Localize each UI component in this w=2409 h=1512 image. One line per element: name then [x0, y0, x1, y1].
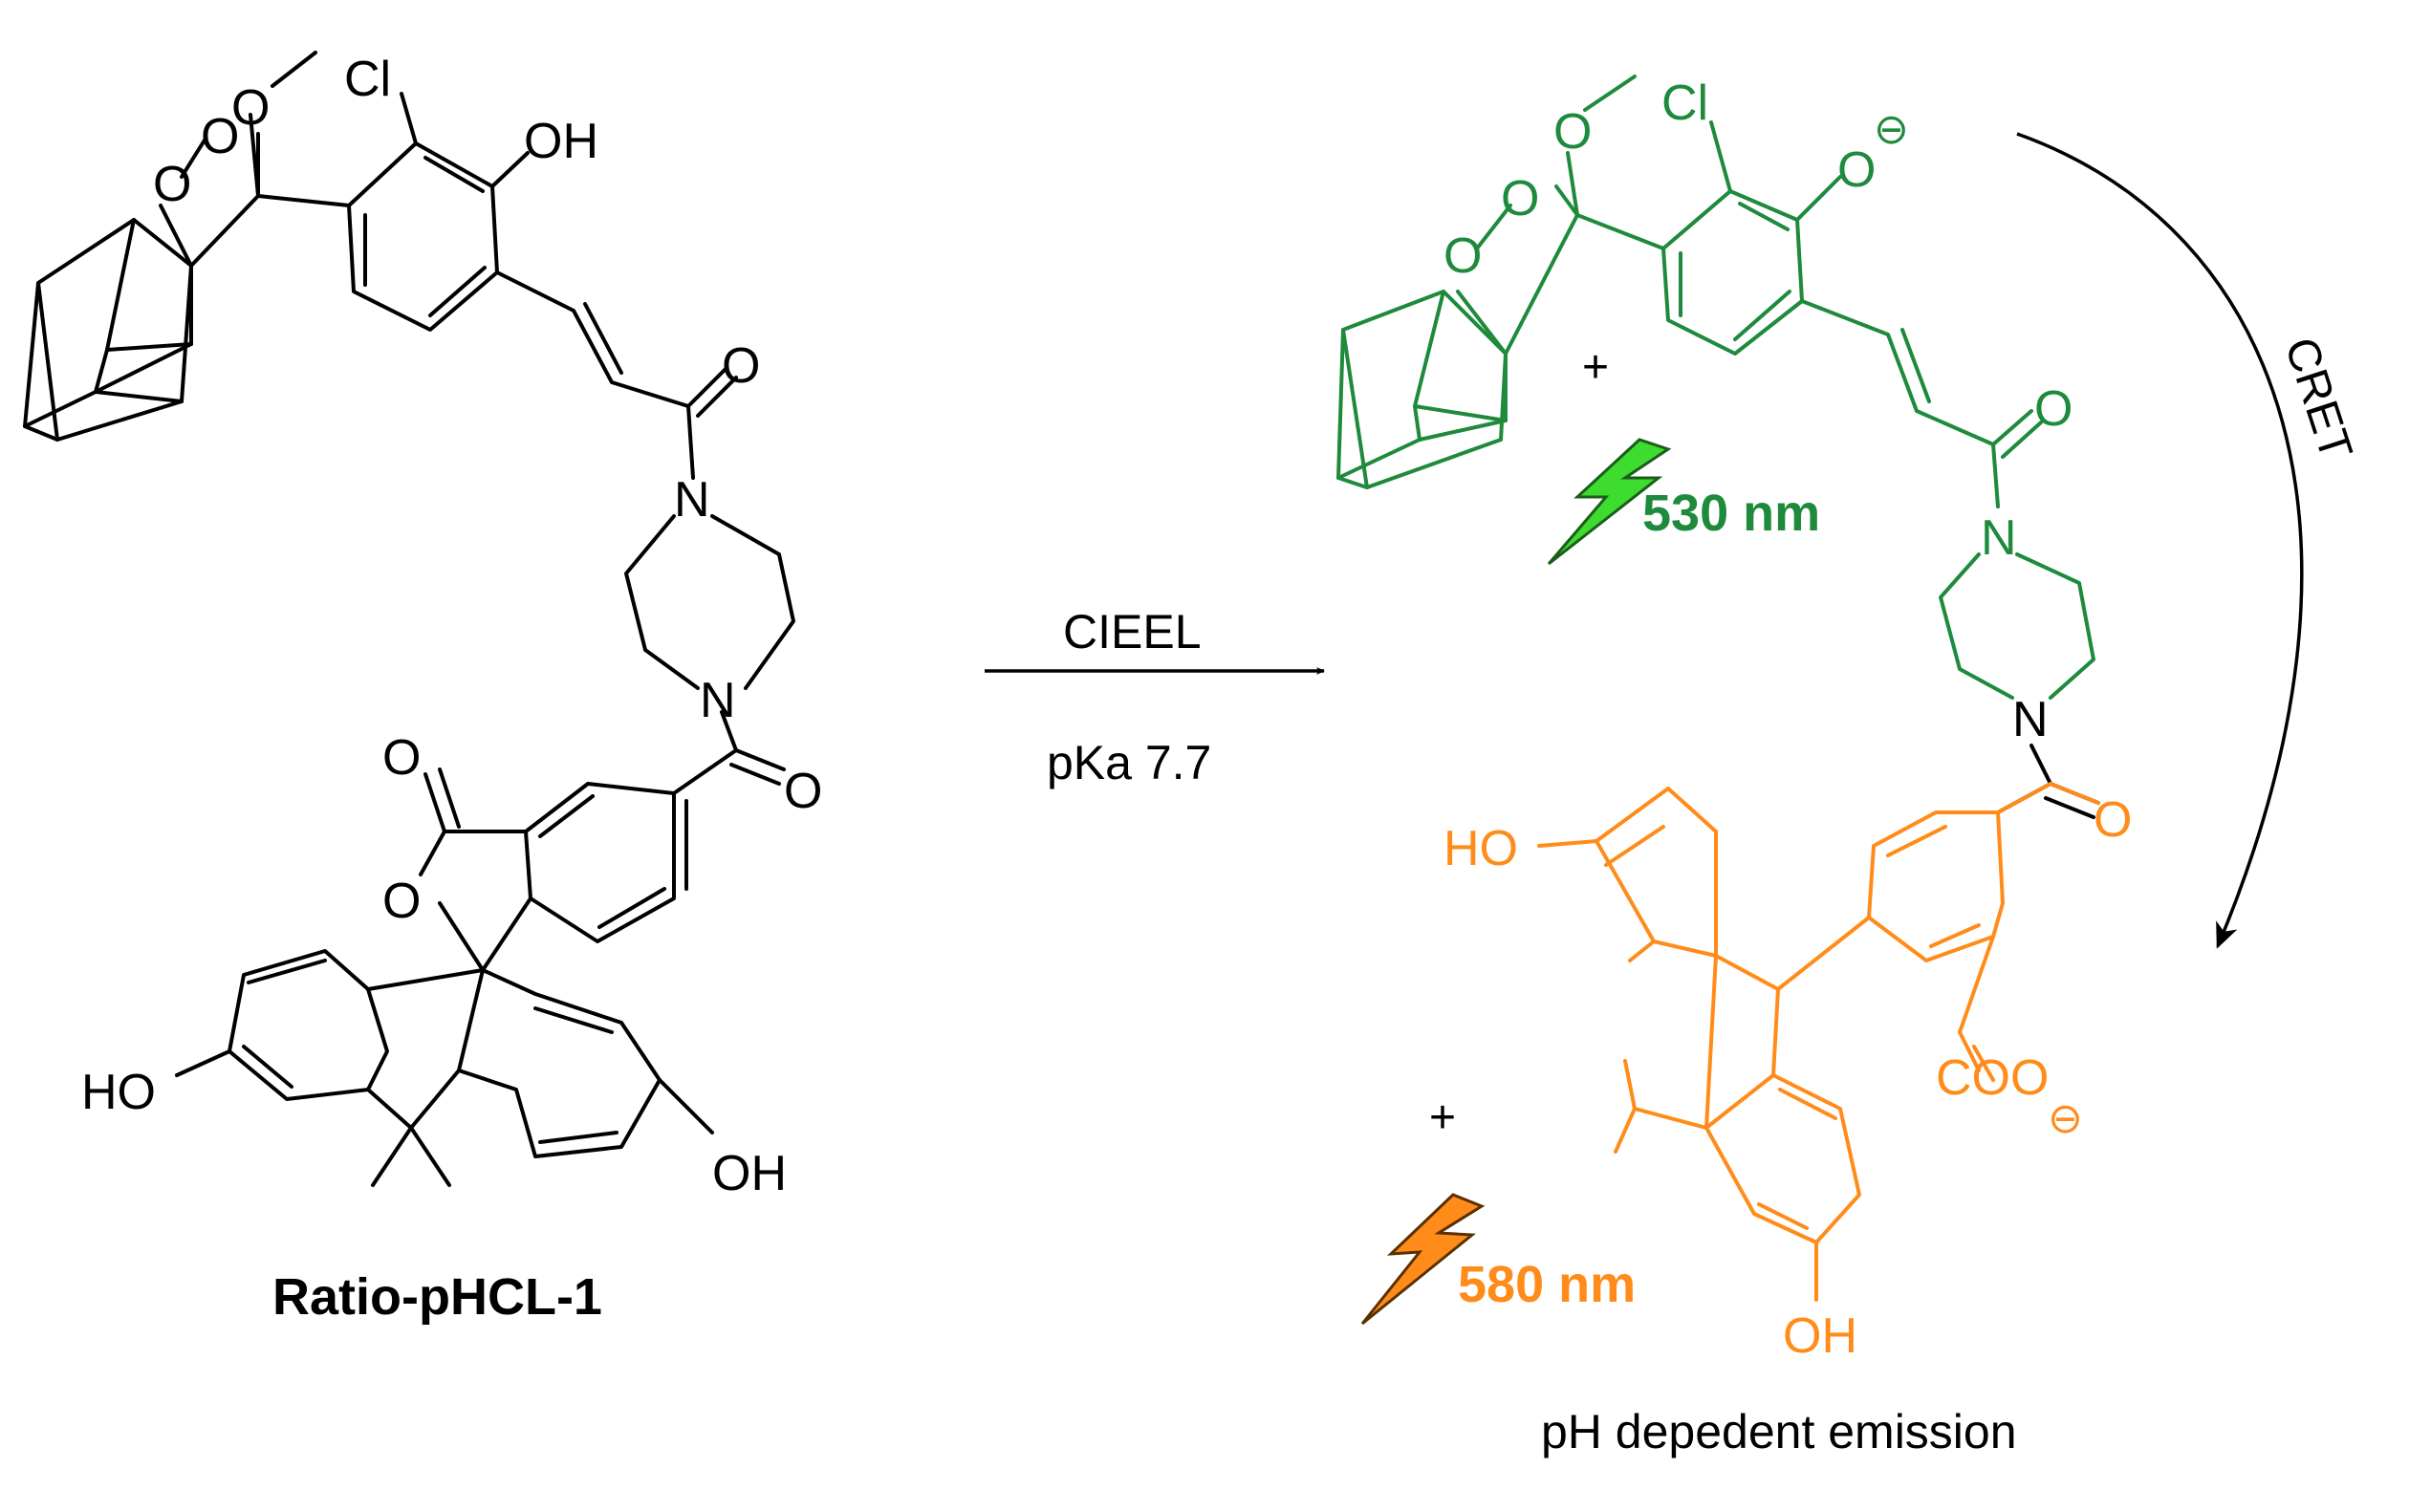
- reactant-piperazine-n1-label: N: [674, 472, 710, 528]
- reactant-amide-o-label: O: [784, 764, 822, 819]
- green-phenolate-o-label: O: [1837, 142, 1876, 198]
- green-lightning-icon: [1547, 438, 1672, 566]
- reactant-molecule: [23, 51, 795, 1187]
- green-piperazine-n2-label: N: [2012, 692, 2049, 747]
- orange-emission-label: 580 nm: [1458, 1256, 1636, 1313]
- reactant-dioxetane-o1-label: O: [153, 157, 191, 212]
- reactant-lactone-ring-o-label: O: [382, 874, 421, 929]
- green-plus: +: [1582, 342, 1609, 393]
- green-emission-label: 530 nm: [1642, 485, 1820, 542]
- cret-arrow: [2016, 132, 2304, 949]
- linker-piperazine-n2: [1996, 744, 2100, 819]
- reactant-dioxetane-o2-label: O: [201, 109, 239, 164]
- orange-ho-label: HO: [1443, 821, 1518, 876]
- green-dioxetane-o2-label: O: [1501, 171, 1539, 227]
- green-acryl-o-label: O: [2034, 381, 2073, 437]
- green-dioxetane-o1-label: O: [1443, 228, 1482, 284]
- reactant-cl-label: Cl: [344, 52, 391, 107]
- reactant-acryl-o-label: O: [722, 338, 760, 394]
- reactant-phenol-oh-label: OH: [524, 114, 598, 169]
- arrow-label-below: pKa 7.7: [1047, 736, 1211, 789]
- orange-lightning-icon: [1360, 1193, 1486, 1326]
- green-piperazine-n-label: N: [1981, 510, 2017, 566]
- orange-amide-o-label: O: [2094, 792, 2132, 848]
- orange-coo-label: COO: [1936, 1050, 2049, 1106]
- reactant-piperazine-n2-label: N: [700, 673, 736, 728]
- product-orange-molecule: [1537, 782, 2100, 1302]
- product-green-molecule: [1336, 75, 2095, 700]
- green-negative-charge: ⊖: [1874, 106, 1909, 153]
- caption: pH depedent emission: [1541, 1405, 2017, 1458]
- orange-plus: +: [1429, 1092, 1456, 1143]
- reactant-ome-o-label: O: [231, 80, 270, 136]
- reactant-oh-label: OH: [712, 1146, 787, 1201]
- orange-negative-charge: ⊖: [2048, 1095, 2083, 1142]
- reactant-ho-label: HO: [81, 1065, 156, 1120]
- reactant-lactone-co-label: O: [382, 730, 421, 786]
- green-ome-o-label: O: [1553, 104, 1592, 160]
- arrow-label-above: CIEEL: [1063, 605, 1202, 659]
- green-cl-label: Cl: [1661, 76, 1708, 131]
- orange-oh-label: OH: [1783, 1308, 1857, 1364]
- reactant-name: Ratio-pHCL-1: [272, 1268, 602, 1326]
